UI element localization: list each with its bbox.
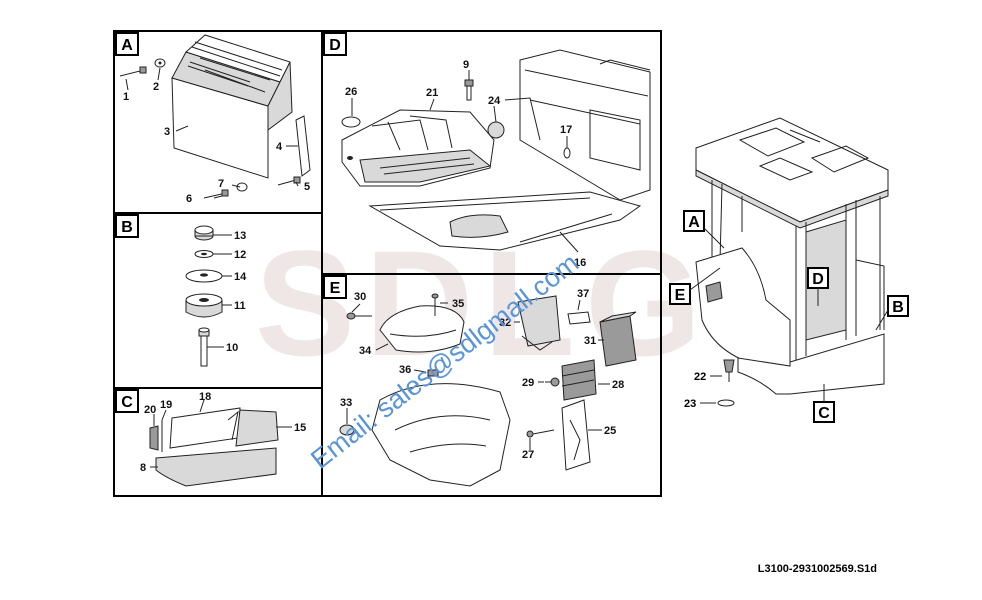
label-c-18: 18 — [199, 391, 211, 403]
label-e-32: 32 — [499, 317, 511, 329]
label-a-5: 5 — [304, 181, 310, 193]
label-c-19: 19 — [160, 399, 172, 411]
svg-text:E: E — [330, 280, 341, 297]
panel-letter-e: E — [323, 275, 347, 299]
label-b-12: 12 — [234, 249, 246, 261]
svg-text:C: C — [818, 405, 830, 422]
label-a-3: 3 — [164, 126, 170, 138]
panel-c-drawing: 20 19 18 15 8 — [140, 391, 306, 487]
label-d-16: 16 — [574, 257, 586, 269]
svg-text:D: D — [329, 37, 341, 54]
label-b-10: 10 — [226, 342, 238, 354]
callout-b: B — [875, 295, 909, 331]
label-e-25: 25 — [604, 425, 616, 437]
cab-overview-drawing: 22 23 — [684, 117, 889, 410]
drawing-code: L3100-2931002569.S1d — [758, 563, 877, 575]
label-e-30: 30 — [354, 291, 366, 303]
label-e-35: 35 — [452, 298, 464, 310]
label-d-9: 9 — [463, 59, 469, 71]
svg-text:A: A — [121, 37, 133, 54]
svg-text:A: A — [688, 214, 700, 231]
label-a-1: 1 — [123, 91, 129, 103]
label-overview-23: 23 — [684, 398, 696, 410]
callout-c: C — [813, 384, 835, 423]
panel-a-drawing: 1 2 3 4 5 6 7 — [119, 34, 311, 205]
panel-letter-c: C — [115, 389, 139, 413]
svg-text:E: E — [675, 287, 686, 304]
svg-text:B: B — [892, 299, 904, 316]
svg-text:B: B — [121, 219, 133, 236]
label-c-20: 20 — [144, 404, 156, 416]
svg-text:C: C — [121, 394, 133, 411]
panel-letter-d: D — [323, 32, 347, 56]
label-b-13: 13 — [234, 230, 246, 242]
label-a-4: 4 — [276, 141, 283, 153]
callout-d: D — [807, 267, 829, 306]
label-c-8: 8 — [140, 462, 146, 474]
label-overview-22: 22 — [694, 371, 706, 383]
label-c-15: 15 — [294, 422, 306, 434]
panel-letter-b: B — [115, 214, 139, 238]
label-a-7: 7 — [218, 178, 224, 190]
panel-frames — [113, 30, 662, 497]
callout-a: A — [683, 210, 725, 249]
label-e-37: 37 — [577, 288, 589, 300]
label-d-21: 21 — [426, 87, 438, 99]
label-e-34: 34 — [359, 345, 372, 357]
panel-e-drawing: 30 35 34 36 33 37 32 31 29 28 25 27 — [339, 288, 637, 487]
panel-letter-a: A — [115, 32, 139, 56]
label-e-36: 36 — [399, 364, 411, 376]
callout-e: E — [669, 267, 721, 305]
label-a-6: 6 — [186, 193, 192, 205]
label-e-28: 28 — [612, 379, 624, 391]
label-d-17: 17 — [560, 124, 572, 136]
panel-d-drawing: 9 26 21 24 17 16 — [341, 49, 651, 269]
label-e-31: 31 — [584, 335, 596, 347]
svg-text:D: D — [812, 271, 824, 288]
label-e-27: 27 — [522, 449, 534, 461]
label-e-29: 29 — [522, 377, 534, 389]
label-d-24: 24 — [488, 95, 501, 107]
label-d-26: 26 — [345, 86, 357, 98]
label-a-2: 2 — [153, 81, 159, 93]
label-b-11: 11 — [234, 300, 246, 312]
panel-b-drawing: 13 12 14 11 10 — [185, 225, 247, 367]
label-e-33: 33 — [340, 397, 352, 409]
label-b-14: 14 — [234, 271, 247, 283]
